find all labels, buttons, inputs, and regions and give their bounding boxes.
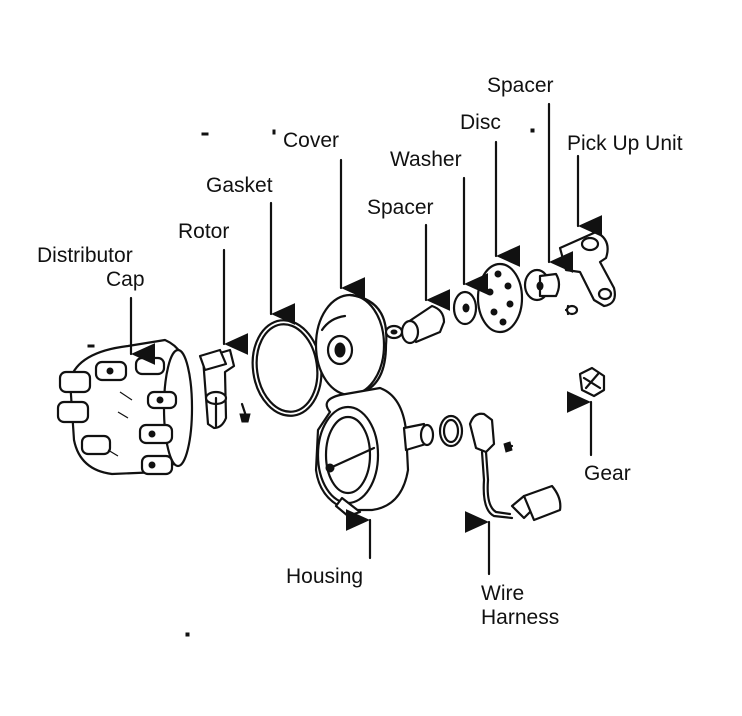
label-rotor: Rotor [178, 220, 230, 243]
spacer-rear-part [523, 268, 561, 302]
rotor-part [198, 348, 251, 430]
label-distributor-cap-line1: Distributor [37, 244, 133, 267]
scan-specks [87, 128, 535, 637]
label-pick-up-unit: Pick Up Unit [567, 132, 683, 155]
gear-part [578, 366, 606, 398]
leader-arrows [129, 102, 603, 576]
label-distributor-cap-line2: Cap [106, 268, 145, 291]
o-ring-part [438, 414, 464, 448]
disc-part [476, 262, 524, 334]
label-washer: Washer [390, 148, 462, 171]
cover-part [314, 293, 388, 397]
wire-harness-part [468, 412, 562, 522]
distributor-cap-part [56, 338, 194, 476]
label-gear: Gear [584, 462, 631, 485]
housing-part [314, 386, 435, 518]
pick-up-unit-part [558, 230, 616, 316]
label-wire-harness-line2: Harness [481, 606, 560, 629]
label-gasket: Gasket [206, 174, 273, 197]
label-disc: Disc [460, 111, 501, 134]
label-housing: Housing [286, 565, 364, 588]
washer-part [452, 290, 478, 326]
label-wire-harness-line1: Wire [481, 582, 525, 605]
label-spacer-front: Spacer [367, 196, 434, 219]
gasket-part [251, 319, 323, 417]
label-spacer-rear: Spacer [487, 74, 554, 97]
label-cover: Cover [283, 129, 340, 152]
spacer-front-part [384, 304, 446, 345]
